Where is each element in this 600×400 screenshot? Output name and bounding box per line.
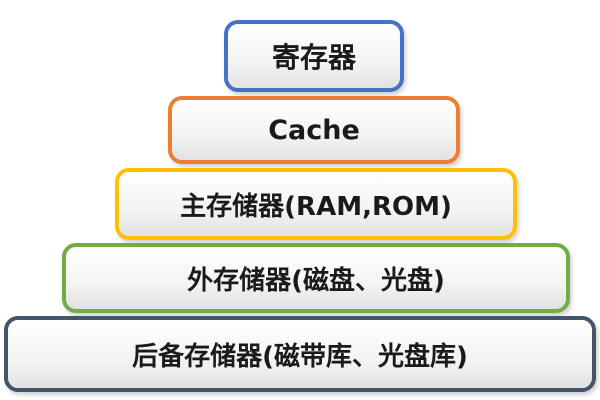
tier-main-memory: 主存储器(RAM,ROM) — [115, 168, 517, 240]
tier-backup-storage: 后备存储器(磁带库、光盘库) — [4, 316, 596, 392]
tier-register-label: 寄存器 — [271, 41, 356, 74]
tier-external-storage-label: 外存储器(磁盘、光盘) — [187, 265, 445, 296]
tier-register: 寄存器 — [224, 20, 404, 92]
tier-external-storage: 外存储器(磁盘、光盘) — [62, 243, 570, 313]
tier-cache: Cache — [168, 96, 460, 164]
tier-cache-label: Cache — [268, 114, 360, 146]
tier-main-memory-label: 主存储器(RAM,ROM) — [180, 191, 452, 222]
tier-backup-storage-label: 后备存储器(磁带库、光盘库) — [132, 341, 468, 372]
